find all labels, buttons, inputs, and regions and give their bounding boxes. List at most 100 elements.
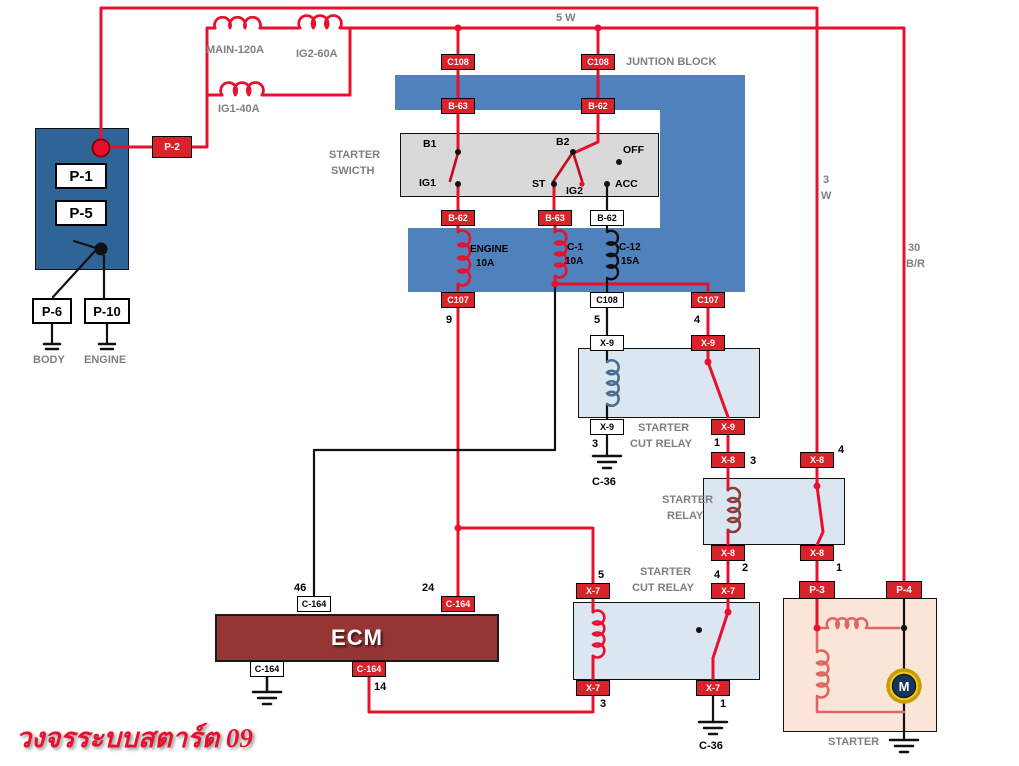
relay1-coil-icon xyxy=(605,358,620,408)
ground-c36-label-2: C-36 xyxy=(699,740,723,752)
ground-icon xyxy=(42,342,920,754)
pin-2a: 2 xyxy=(742,562,749,574)
motor-icon: M xyxy=(886,668,922,704)
battery-negative-terminal xyxy=(94,242,108,256)
pin-4c: 4 xyxy=(714,569,721,581)
ecm-label: ECM xyxy=(331,625,383,650)
connector-c108-1: C108 xyxy=(441,54,475,70)
fuse-ig2-label: IG2-60A xyxy=(296,48,338,60)
starter-relay-label-1: STARTER xyxy=(662,494,714,506)
relay1-contact-dot xyxy=(704,358,712,366)
pin-3a: 3 xyxy=(592,438,599,450)
contact-dot-off xyxy=(616,159,622,165)
relay2-contact-dot xyxy=(813,482,821,490)
starter-solenoid-coils-icon xyxy=(815,617,906,714)
junction-dot xyxy=(594,24,602,32)
pin-9: 9 xyxy=(446,314,453,326)
connector-c164-4: C-164 xyxy=(352,661,386,677)
pin-1a: 1 xyxy=(714,437,721,449)
connector-c107-2: C107 xyxy=(691,292,725,308)
ecm-box: ECM xyxy=(215,614,499,662)
fuse-ig1-label: IG1-40A xyxy=(218,103,260,115)
connector-b63-2: B-63 xyxy=(538,210,572,226)
switch-b1-label: B1 xyxy=(423,138,437,150)
connector-x7-3: X-7 xyxy=(576,680,610,696)
switch-ig2-dot xyxy=(579,181,585,187)
switch-ig1-label: IG1 xyxy=(419,177,436,189)
ground-c36-label-1: C-36 xyxy=(592,476,616,488)
solenoid-motor-node-dot xyxy=(900,624,908,632)
switch-off-label: OFF xyxy=(623,144,644,156)
starter-switch-label-1: STARTER xyxy=(329,149,381,161)
relay1-contact-lever xyxy=(706,360,730,419)
pin-5b: 5 xyxy=(598,569,605,581)
contact-dot-ig1 xyxy=(455,181,461,187)
diagram-title: วงจรระบบสตาร์ต 09 xyxy=(16,723,253,753)
pin-24: 24 xyxy=(422,582,435,594)
connector-x8-2: X-8 xyxy=(800,452,834,468)
contact-dot-st xyxy=(551,181,557,187)
cut-relay1-label-1: STARTER xyxy=(638,422,690,434)
connector-x9-4: X-9 xyxy=(711,419,745,435)
relay3-coil-icon xyxy=(591,609,606,659)
fuse-c1-label-2: 10A xyxy=(565,256,584,267)
cut-relay2-label-2: CUT RELAY xyxy=(632,582,694,594)
junction-dots xyxy=(454,24,821,632)
relay3-contact-lever xyxy=(711,610,730,660)
connector-x7-2: X-7 xyxy=(711,583,745,599)
starter-switch-box xyxy=(400,133,659,197)
cut-relay2-label-1: STARTER xyxy=(640,566,692,578)
fuse-c12-label-2: 15A xyxy=(621,256,640,267)
fuse-c1-10a-icon xyxy=(553,229,568,279)
wire-3w-label-1: 3 xyxy=(823,174,830,186)
connector-c108-2: C108 xyxy=(581,54,615,70)
pin-1b: 1 xyxy=(836,562,843,574)
fuse-engine-10a-icon xyxy=(456,229,472,287)
fuse-ig2-60a-icon xyxy=(297,14,343,30)
connector-c164-2: C-164 xyxy=(441,596,475,612)
fuse-main-120a-icon xyxy=(213,15,262,30)
switch-lever-b2-st xyxy=(551,150,575,184)
wire-30br-label-1: 30 xyxy=(908,242,921,254)
fuse-engine-label-1: ENGINE xyxy=(470,244,509,255)
connector-x8-4: X-8 xyxy=(800,545,834,561)
connector-x8-1: X-8 xyxy=(711,452,745,468)
engine-label: ENGINE xyxy=(84,354,127,366)
junction-dot xyxy=(454,524,462,532)
switch-st-label: ST xyxy=(532,178,546,190)
pin-14: 14 xyxy=(374,681,387,693)
connector-x9-3: X-9 xyxy=(590,419,624,435)
wire-3w-label-2: W xyxy=(821,190,832,202)
pin-3b: 3 xyxy=(750,455,757,467)
cut-relay1-label-2: CUT RELAY xyxy=(630,438,692,450)
wire-5w-label: 5 W xyxy=(556,12,576,24)
connector-p2: P-2 xyxy=(152,136,192,158)
fuse-engine-label-2: 10A xyxy=(476,258,495,269)
wire-30br-label-2: B/R xyxy=(906,258,925,270)
red-wire-harness xyxy=(99,6,906,714)
switch-b2-label: B2 xyxy=(556,136,570,148)
pin-4b: 4 xyxy=(838,444,845,456)
starter-switch-label-2: SWICTH xyxy=(331,165,375,177)
connector-p3: P-3 xyxy=(799,581,835,599)
connector-c107-1: C107 xyxy=(441,292,475,308)
junction-block-label: JUNTION BLOCK xyxy=(626,56,717,68)
relay2-coil-icon xyxy=(726,486,742,534)
fuse-c12-label-1: C-12 xyxy=(619,242,641,253)
starter-unit-label: STARTER xyxy=(828,736,880,748)
fuse-main-label: MAIN-120A xyxy=(206,44,265,56)
connector-p1: P-1 xyxy=(55,163,107,189)
connector-x8-3: X-8 xyxy=(711,545,745,561)
pin-1c: 1 xyxy=(720,698,727,710)
switch-lever-b1 xyxy=(448,151,460,183)
pin-3c: 3 xyxy=(600,698,607,710)
fuse-c1-label-1: C-1 xyxy=(567,242,584,253)
connector-p4: P-4 xyxy=(886,581,922,599)
switch-acc-label: ACC xyxy=(615,178,638,190)
contact-dot-b1 xyxy=(455,149,461,155)
connector-c164-3: C-164 xyxy=(250,661,284,677)
pin-4a: 4 xyxy=(694,314,701,326)
connector-b63-1: B-63 xyxy=(441,98,475,114)
